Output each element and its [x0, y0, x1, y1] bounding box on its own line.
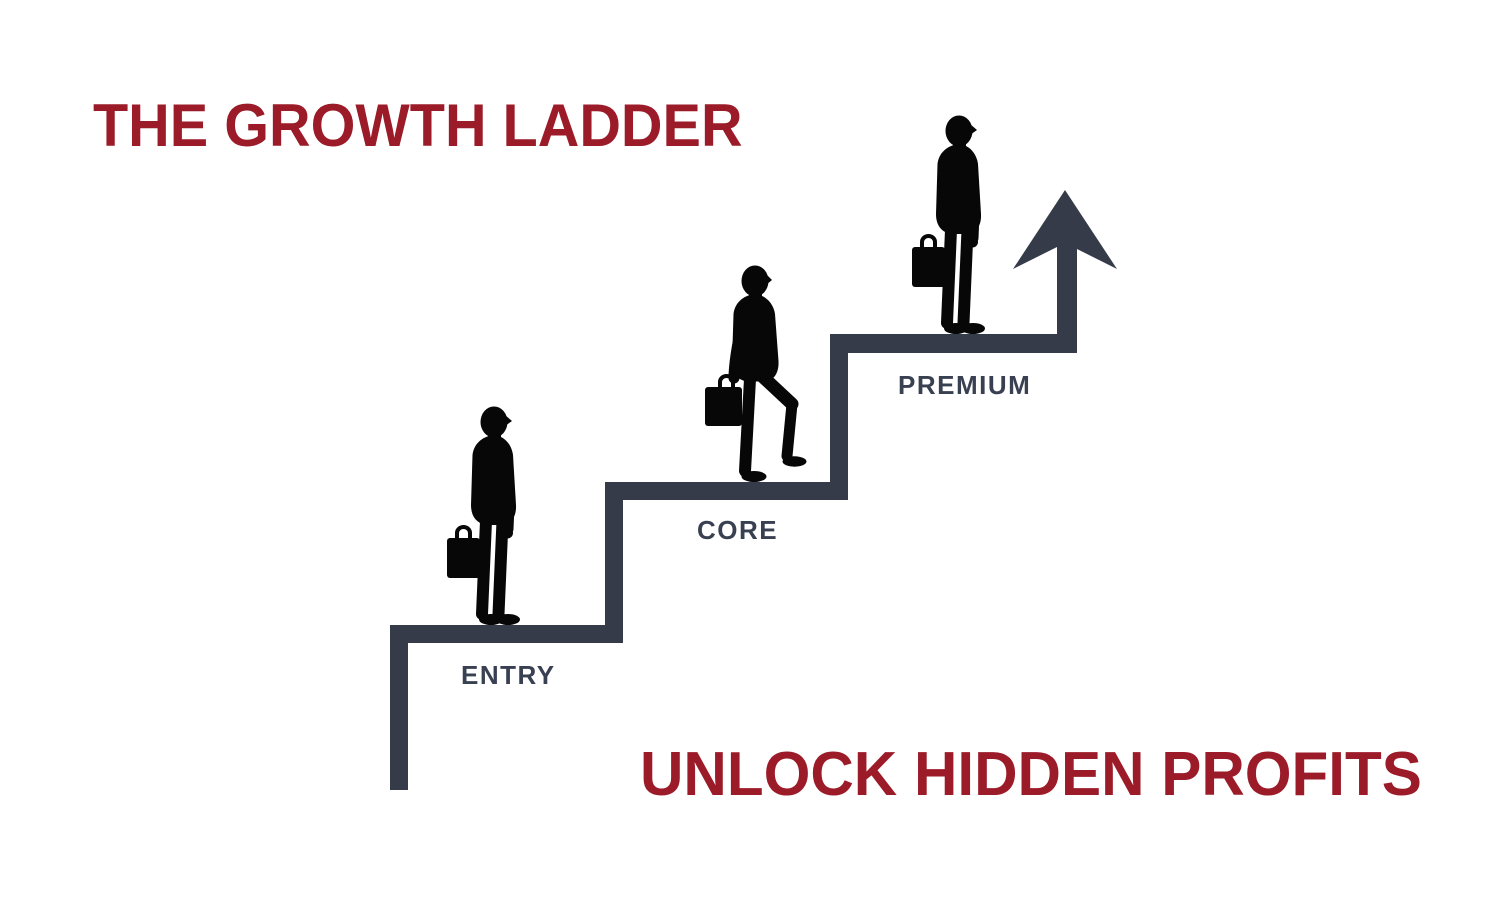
businessman-standing-entry-icon [447, 407, 520, 626]
businessman-standing-premium-icon [912, 116, 985, 335]
step-label-premium: PREMIUM [898, 370, 1032, 400]
step-label-core: CORE [697, 515, 779, 545]
growth-arrow-icon [1013, 190, 1117, 269]
step-label-entry: ENTRY [461, 660, 556, 690]
page-title: THE GROWTH LADDER [93, 92, 743, 159]
businessman-climbing-core-icon [705, 266, 807, 483]
slogan: UNLOCK HIDDEN PROFITS [640, 740, 1422, 809]
